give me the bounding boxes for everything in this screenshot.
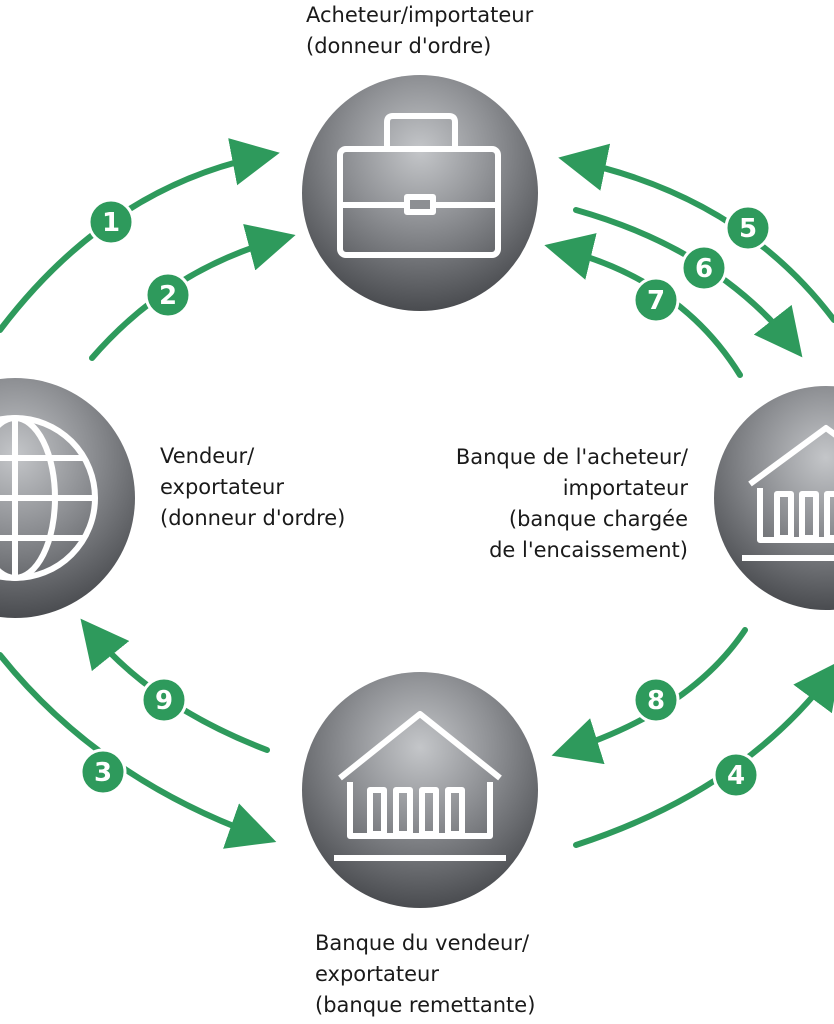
- arrow-4: [573, 660, 834, 848]
- step-badge-circle: [680, 244, 728, 292]
- seller-node: [0, 378, 135, 618]
- step-badge-circle: [724, 204, 772, 252]
- step-badge-3: 3: [79, 748, 127, 796]
- seller-label: Vendeur/ exportateur (donneur d'ordre): [160, 441, 345, 534]
- buyer-label-line-2: (donneur d'ordre): [306, 34, 492, 58]
- step-number: 8: [647, 686, 665, 716]
- step-number: 7: [647, 286, 665, 316]
- arrow-3: [0, 652, 277, 849]
- step-number: 9: [155, 686, 173, 716]
- step-badge-circle: [632, 276, 680, 324]
- step-number: 1: [102, 208, 120, 238]
- arrow-5: [558, 143, 834, 323]
- step-badge-4: 4: [712, 751, 760, 799]
- step-badge-circle: [632, 676, 680, 724]
- seller-label-line-2: exportateur: [160, 475, 284, 499]
- step-number: 2: [159, 281, 177, 311]
- buyer-node: [302, 75, 538, 311]
- seller-label-line-1: Vendeur/: [160, 444, 255, 468]
- bank-icon: [334, 711, 506, 861]
- buyer-bank-label: Banque de l'acheteur/ importateur (banqu…: [456, 442, 688, 566]
- buyer-bank-label-line-3: (banque chargée: [508, 507, 688, 531]
- step-badge-2: 2: [144, 271, 192, 319]
- bank-icon: [742, 425, 834, 561]
- seller-bank-node: [302, 672, 538, 908]
- seller-bank-label-line-3: (banque remettante): [315, 993, 536, 1017]
- seller-bank-label-line-2: exportateur: [315, 962, 439, 986]
- step-badge-circle: [140, 676, 188, 724]
- step-badge-circle: [79, 748, 127, 796]
- step-number: 3: [94, 758, 112, 788]
- step-badge-7: 7: [632, 276, 680, 324]
- globe-icon: [0, 415, 98, 581]
- buyer-bank-label-line-2: importateur: [562, 476, 688, 500]
- seller-label-line-3: (donneur d'ordre): [160, 506, 346, 530]
- seller-bank-label: Banque du vendeur/ exportateur (banque r…: [315, 928, 535, 1021]
- buyer-label-line-1: Acheteur/importateur: [306, 3, 534, 27]
- arrow-1: [0, 138, 280, 333]
- briefcase-icon: [337, 113, 501, 258]
- step-number: 5: [739, 214, 757, 244]
- buyer-label: Acheteur/importateur (donneur d'ordre): [306, 0, 533, 62]
- step-badge-circle: [144, 271, 192, 319]
- step-badge-1: 1: [87, 198, 135, 246]
- step-number: 6: [695, 254, 713, 284]
- buyer-bank-label-line-4: de l'encaissement): [489, 538, 688, 562]
- seller-bank-label-line-1: Banque du vendeur/: [315, 931, 530, 955]
- step-badge-9: 9: [140, 676, 188, 724]
- step-badge-5: 5: [724, 204, 772, 252]
- step-badge-8: 8: [632, 676, 680, 724]
- step-badge-circle: [87, 198, 135, 246]
- step-badge-6: 6: [680, 244, 728, 292]
- step-number: 4: [727, 761, 745, 791]
- buyer-bank-label-line-1: Banque de l'acheteur/: [455, 445, 688, 469]
- buyer-bank-node: [714, 386, 834, 610]
- step-badge-circle: [712, 751, 760, 799]
